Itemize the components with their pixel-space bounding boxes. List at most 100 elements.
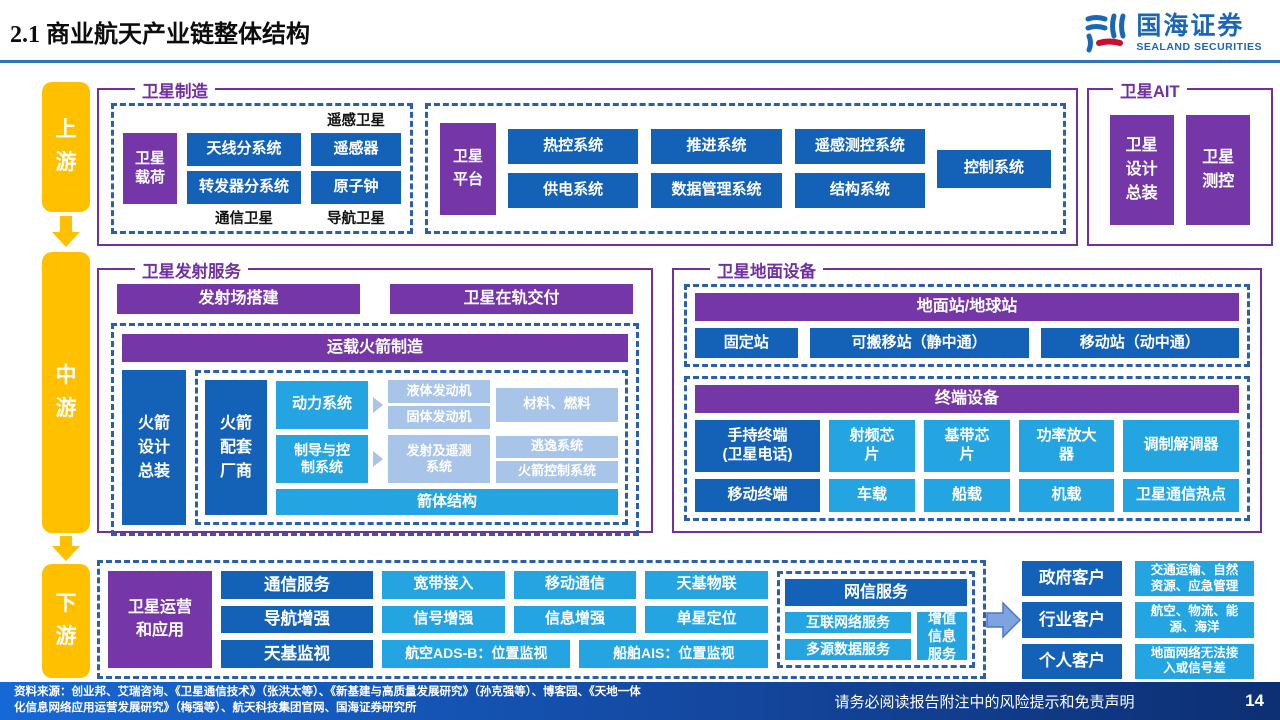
comm-service-box: 通信服务 — [221, 571, 373, 599]
section-satellite-ait: 卫星AIT 卫星 设计 总装 卫星 测控 — [1087, 78, 1273, 246]
right-arrow-icon — [373, 396, 383, 413]
nav-enhancement-box: 导航增强 — [221, 605, 373, 634]
power-system-box: 动力系统 — [276, 380, 368, 429]
down-arrow-icon — [52, 216, 80, 247]
thermal-control-box: 热控系统 — [508, 129, 639, 164]
section-number: 2.1 — [10, 22, 40, 48]
platform-group: 卫星 平台 热控系统 推进系统 遥感测控系统 供电系统 数据管理系统 结构系统 … — [425, 103, 1066, 234]
rf-chip-box: 射频芯 片 — [829, 420, 915, 472]
section-satellite-manufacturing: 卫星制造 遥感卫星 卫星 载荷 天线分系统 遥感器 转发器分系统 原子钟 通信卫… — [97, 78, 1078, 246]
down-arrow-icon — [52, 536, 80, 561]
section-label-launch-services: 卫星发射服务 — [135, 258, 248, 282]
satellite-platform-box: 卫星 平台 — [440, 122, 496, 215]
rocket-supplier-group: 火箭 配套 厂商 动力系统 液体发动机 固体发动机 材料、燃料 — [195, 370, 628, 525]
individual-customer-desc: 地面网络无法接 入或信号差 — [1135, 643, 1254, 679]
mobile-comm-box: 移动通信 — [513, 571, 637, 599]
rs-ttc-box: 遥感测控系统 — [794, 129, 925, 164]
title-text: 商业航天产业链整体结构 — [46, 21, 310, 48]
network-info-service-header: 网信服务 — [785, 579, 967, 606]
fixed-station-box: 固定站 — [695, 328, 798, 358]
page-number: 14 — [1245, 691, 1264, 710]
in-orbit-delivery-box: 卫星在轨交付 — [390, 284, 633, 314]
handheld-terminal-box: 手持终端 (卫星电话) — [695, 420, 820, 472]
section-label-satellite-ait: 卫星AIT — [1113, 78, 1187, 102]
launch-site-box: 发射场搭建 — [117, 284, 360, 314]
logo-name-en: SEALAND SECURITIES — [1136, 40, 1262, 53]
satellite-payload-box: 卫星 载荷 — [123, 133, 177, 204]
rocket-body-structure-box: 箭体结构 — [276, 489, 618, 515]
ads-b-monitoring-box: 航空ADS-B：位置监视 — [382, 640, 571, 668]
footer: 资料来源：创业邦、艾瑞咨询、《卫星通信技术》（张洪太等）、《新基建与高质量发展研… — [0, 682, 1280, 720]
ground-station-header: 地面站/地球站 — [695, 293, 1239, 321]
section-launch-services: 卫星发射服务 发射场搭建 卫星在轨交付 运载火箭制造 火箭 设计 总装 火箭 配… — [97, 258, 653, 536]
stage-downstream: 下 游 — [42, 564, 90, 678]
modem-box: 调制解调器 — [1123, 420, 1239, 472]
escape-system-box: 逃逸系统 — [496, 435, 618, 458]
info-enhancement-box: 信息增强 — [513, 605, 637, 634]
liquid-engine-box: 液体发动机 — [388, 380, 490, 403]
stage-upstream: 上 游 — [42, 82, 90, 212]
multi-source-data-service-box: 多源数据服务 — [785, 639, 911, 660]
ais-monitoring-box: 船舶AIS：位置监视 — [579, 640, 768, 668]
operation-application-group: 卫星运营 和应用 通信服务 导航增强 天基监视 宽带接入 移动通信 天基物联 信… — [97, 560, 986, 679]
rocket-design-assembly-box: 火箭 设计 总装 — [122, 370, 186, 525]
broadband-access-box: 宽带接入 — [382, 571, 505, 599]
rocket-manufacturing-header: 运载火箭制造 — [122, 334, 628, 362]
data-management-box: 数据管理系统 — [651, 173, 782, 208]
nav-satellite-label: 导航卫星 — [327, 211, 385, 227]
airborne-box: 机载 — [1019, 478, 1114, 512]
ship-mounted-box: 船载 — [924, 478, 1010, 512]
customers-group: 政府客户 交通运输、自然 资源、应急管理 行业客户 航空、物流、能 源、海洋 个… — [1022, 561, 1254, 679]
individual-customer-box: 个人客户 — [1022, 643, 1122, 679]
control-system-box: 控制系统 — [937, 149, 1051, 188]
satellite-design-assembly-box: 卫星 设计 总装 — [1109, 115, 1174, 225]
government-customer-desc: 交通运输、自然 资源、应急管理 — [1135, 561, 1254, 597]
remote-sensing-satellite-label: 遥感卫星 — [327, 113, 385, 129]
network-info-service-group: 网信服务 增值 信息 服务 互联网络服务 多源数据服务 — [777, 571, 975, 668]
terminal-equipment-header: 终端设备 — [695, 385, 1239, 413]
section-label-satellite-manufacturing: 卫星制造 — [135, 78, 215, 102]
government-customer-box: 政府客户 — [1022, 561, 1122, 597]
signal-enhancement-box: 信号增强 — [382, 605, 505, 634]
mobile-station-box: 移动站（动中通） — [1040, 328, 1239, 358]
antenna-subsystem-box: 天线分系统 — [187, 133, 301, 166]
power-amplifier-box: 功率放大 器 — [1019, 420, 1114, 472]
ground-station-group: 地面站/地球站 固定站 可搬移站（静中通） 移动站（动中通） — [684, 284, 1250, 367]
structure-system-box: 结构系统 — [794, 173, 925, 208]
materials-fuel-box: 材料、燃料 — [496, 387, 618, 422]
rocket-manufacturing-group: 运载火箭制造 火箭 设计 总装 火箭 配套 厂商 动力系统 液体发动机 固体发动… — [111, 323, 639, 536]
logo-name-cn: 国海证券 — [1136, 11, 1245, 40]
rocket-control-system-box: 火箭控制系统 — [496, 460, 618, 483]
satellite-ttc-box: 卫星 测控 — [1186, 115, 1251, 225]
power-supply-box: 供电系统 — [508, 173, 639, 208]
right-arrow-icon — [373, 451, 383, 467]
atomic-clock-box: 原子钟 — [311, 171, 401, 204]
space-surveillance-box: 天基监视 — [221, 640, 373, 668]
solid-engine-box: 固体发动机 — [388, 406, 490, 429]
vehicle-mounted-box: 车载 — [829, 478, 915, 512]
header-divider — [0, 60, 1280, 63]
launch-telemetry-box: 发射及遥测 系统 — [388, 435, 490, 483]
portable-station-box: 可搬移站（静中通） — [809, 328, 1029, 358]
disclaimer-text: 请务必阅读报告附注中的风险提示和免责声明 — [834, 693, 1135, 711]
industry-customer-desc: 航空、物流、能 源、海洋 — [1135, 602, 1254, 638]
section-ground-equipment: 卫星地面设备 地面站/地球站 固定站 可搬移站（静中通） 移动站（动中通） 终端… — [672, 258, 1262, 533]
remote-sensor-box: 遥感器 — [311, 133, 401, 166]
internet-network-service-box: 互联网络服务 — [785, 612, 911, 633]
industry-customer-box: 行业客户 — [1022, 602, 1122, 638]
company-logo: 国海证券 SEALAND SECURITIES — [1084, 12, 1262, 54]
flow-arrow-icon — [986, 601, 1022, 639]
rocket-supplier-box: 火箭 配套 厂商 — [205, 380, 267, 515]
sealand-logo-icon — [1085, 13, 1126, 53]
transponder-subsystem-box: 转发器分系统 — [187, 171, 301, 204]
space-iot-box: 天基物联 — [645, 571, 768, 599]
value-added-service-box: 增值 信息 服务 — [917, 610, 967, 662]
comm-satellite-label: 通信卫星 — [215, 211, 273, 227]
terminal-equipment-group: 终端设备 手持终端 (卫星电话) 射频芯 片 基带芯 片 功率放大 器 调制解调… — [684, 376, 1250, 521]
propulsion-box: 推进系统 — [651, 129, 782, 164]
stage-midstream: 中 游 — [42, 252, 90, 533]
payload-group: 遥感卫星 卫星 载荷 天线分系统 遥感器 转发器分系统 原子钟 通信卫星 导航卫… — [111, 103, 413, 234]
section-label-ground-equipment: 卫星地面设备 — [710, 258, 823, 282]
mobile-terminal-box: 移动终端 — [695, 478, 820, 512]
